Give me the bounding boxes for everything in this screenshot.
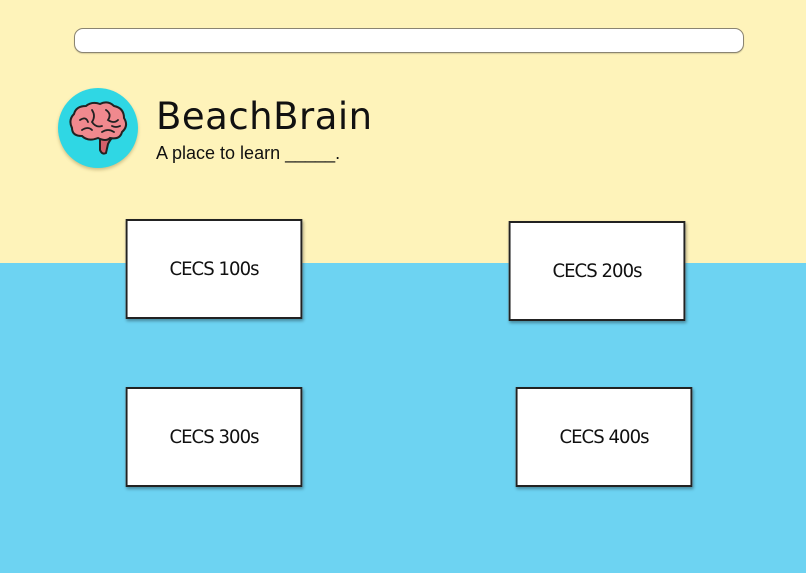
search-input[interactable] bbox=[74, 28, 744, 53]
course-label: CECS 400s bbox=[559, 426, 649, 448]
app-title: BeachBrain bbox=[156, 95, 373, 138]
logo bbox=[58, 88, 138, 168]
brain-icon bbox=[69, 101, 128, 155]
course-label: CECS 100s bbox=[169, 258, 259, 280]
course-button-300s[interactable]: CECS 300s bbox=[125, 387, 303, 487]
course-button-400s[interactable]: CECS 400s bbox=[515, 387, 693, 487]
course-label: CECS 300s bbox=[169, 426, 259, 448]
tagline: A place to learn _____. bbox=[156, 143, 341, 163]
course-button-100s[interactable]: CECS 100s bbox=[125, 219, 303, 319]
course-button-200s[interactable]: CECS 200s bbox=[508, 221, 686, 321]
course-label: CECS 200s bbox=[552, 260, 642, 282]
